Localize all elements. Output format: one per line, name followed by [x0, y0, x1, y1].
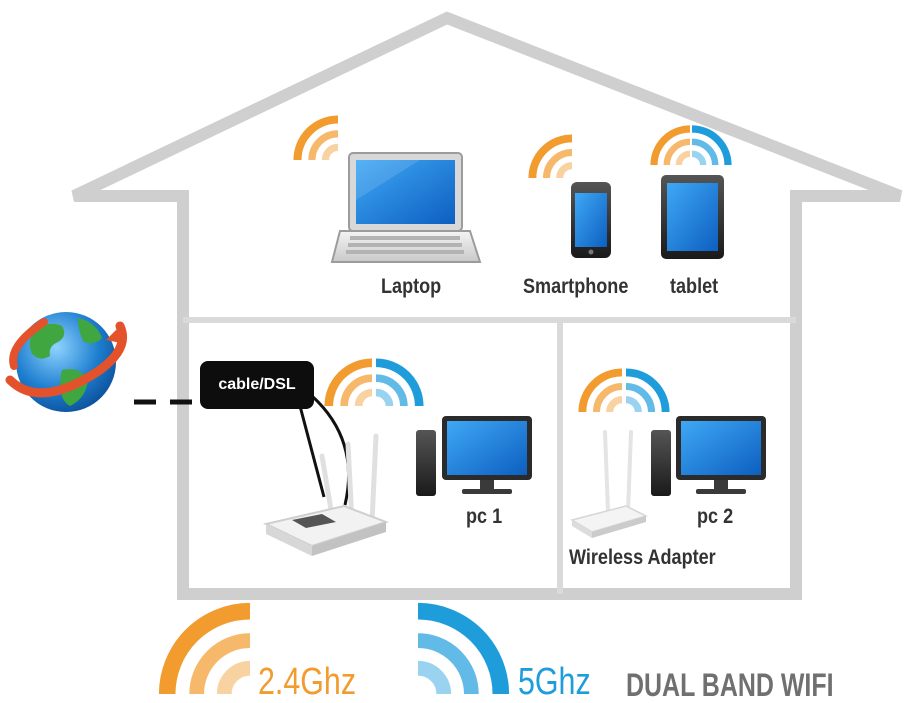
- wifi-arc: [556, 162, 573, 179]
- wifi-arc: [340, 374, 373, 407]
- wifi-arc: [625, 368, 670, 413]
- wifi-arc: [663, 138, 691, 166]
- wifi-arc: [158, 602, 251, 695]
- pc1-label: pc 1: [466, 505, 503, 528]
- wifi-arc: [216, 660, 251, 695]
- tablet-label: tablet: [670, 275, 719, 298]
- wifi-signal-icon: [528, 134, 573, 179]
- wifi-signal-icon: [417, 602, 510, 695]
- wifi-arc: [691, 125, 732, 166]
- wifi-arc: [606, 396, 623, 413]
- wifi-arc: [354, 388, 373, 407]
- router-icon: [262, 433, 390, 556]
- pc2-label: pc 2: [697, 505, 734, 528]
- desktop-pc-icon: [651, 416, 766, 496]
- tablet-icon: [661, 175, 724, 259]
- wifi-signal-icon: [578, 368, 623, 413]
- wifi-arc: [528, 134, 573, 179]
- dual-band-title: DUAL BAND WIFI: [626, 667, 834, 703]
- wifi-arc: [691, 150, 707, 166]
- wifi-arc: [691, 138, 719, 166]
- wifi-arc: [675, 150, 691, 166]
- laptop-label: Laptop: [381, 275, 442, 298]
- wifi-arc: [417, 633, 479, 695]
- wifi-signal-icon: [625, 368, 670, 413]
- globe-icon: [5, 312, 127, 412]
- wifi-arc: [293, 115, 339, 161]
- wifi-signal-icon: [293, 115, 339, 161]
- wifi-arc: [625, 396, 642, 413]
- wifi-arc: [417, 660, 452, 695]
- wifi-signal-icon: [650, 125, 691, 166]
- wifi-arc: [650, 125, 691, 166]
- wifi-signal-icon: [375, 358, 424, 407]
- wifi-arc: [625, 382, 656, 413]
- desktop-pc-icon: [416, 416, 532, 496]
- cable-dsl-label: cable/DSL: [200, 361, 314, 409]
- wifi-arc: [189, 633, 251, 695]
- wifi-arc: [308, 130, 339, 161]
- wifi-signal-icon: [324, 358, 373, 407]
- wifi-arc: [375, 374, 408, 407]
- wireless-adapter-label: Wireless Adapter: [569, 546, 716, 569]
- wifi-signal-icon: [691, 125, 732, 166]
- wifi-arc: [578, 368, 623, 413]
- wifi-arc: [375, 388, 394, 407]
- smartphone-icon: [571, 182, 611, 258]
- wifi-arc: [592, 382, 623, 413]
- smartphone-label: Smartphone: [523, 275, 629, 298]
- wifi-arc: [324, 358, 373, 407]
- wifi-arc: [417, 602, 510, 695]
- wifi-arc: [375, 358, 424, 407]
- wifi-arc: [321, 143, 339, 161]
- band-24ghz-label: 2.4Ghz: [258, 661, 357, 703]
- band-5ghz-label: 5Ghz: [518, 661, 591, 703]
- cable-wires: [298, 394, 351, 506]
- wifi-arc: [542, 148, 573, 179]
- wifi-signal-icon: [158, 602, 251, 695]
- laptop-icon: [330, 152, 482, 263]
- wireless-adapter-icon: [570, 430, 649, 538]
